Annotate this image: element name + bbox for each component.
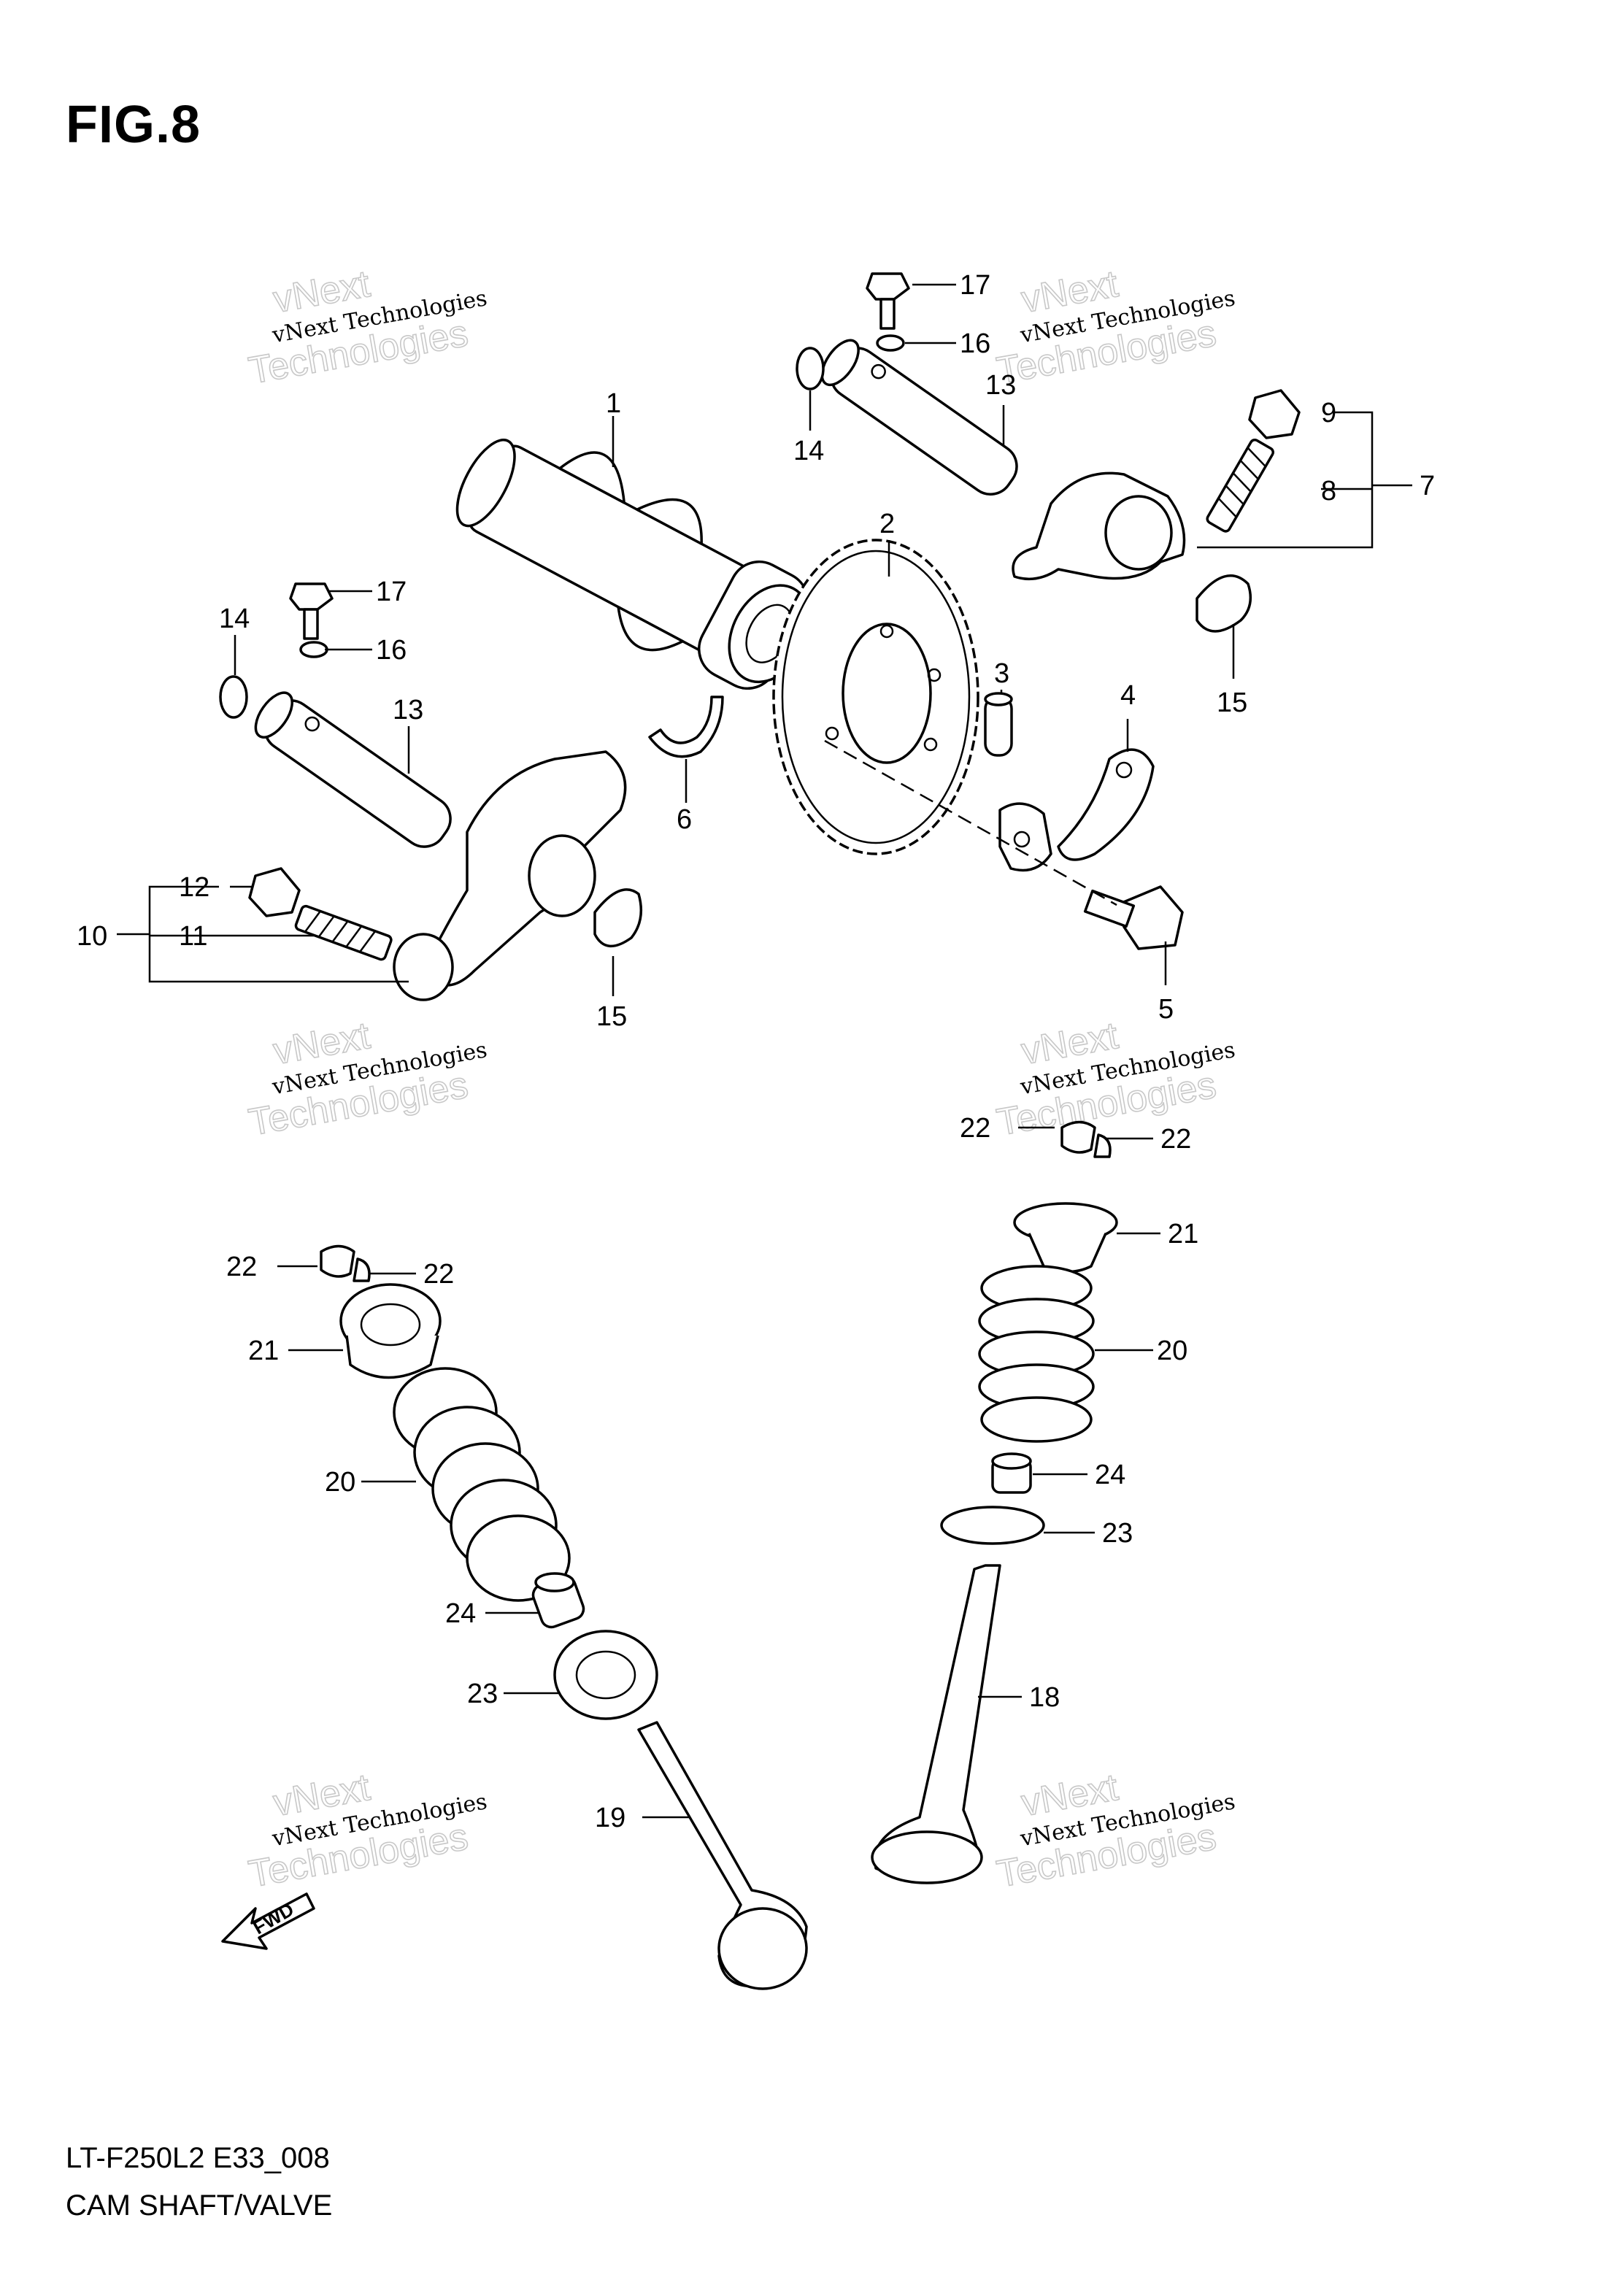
callout-21-left: 21 xyxy=(248,1336,279,1366)
callout-labels: 1 2 3 4 5 6 7 8 9 10 11 12 13 13 14 14 1… xyxy=(77,270,1435,1833)
callout-9: 9 xyxy=(1321,398,1336,428)
leader-lines xyxy=(117,283,1412,1819)
washer-left xyxy=(299,641,328,658)
lock-nut-right xyxy=(1248,389,1301,439)
valve-cotter-left xyxy=(320,1244,371,1282)
callout-3: 3 xyxy=(994,658,1009,689)
figure-title: FIG.8 xyxy=(66,96,201,154)
camshaft-circlip xyxy=(648,696,724,758)
valve-spring-left xyxy=(393,1367,571,1602)
watermark-5: vNext vNext Technologies Technologies xyxy=(245,1765,489,1896)
spring-retainer-left xyxy=(339,1283,442,1379)
cam-sprocket xyxy=(772,539,979,855)
callout-10: 10 xyxy=(77,921,107,952)
callout-16-upper: 16 xyxy=(960,328,990,359)
intake-valve xyxy=(637,1721,808,1990)
watermark-2: vNext vNext Technologies Technologies xyxy=(993,262,1237,393)
callout-13-upper: 13 xyxy=(985,370,1016,401)
rocker-arm-right xyxy=(1012,471,1186,581)
watermark-1: vNext vNext Technologies Technologies xyxy=(245,262,489,393)
watermark-6: vNext vNext Technologies Technologies xyxy=(993,1765,1237,1896)
lock-nut-left xyxy=(248,867,301,917)
callout-20-right: 20 xyxy=(1157,1336,1187,1366)
adjusting-screw-left xyxy=(294,904,393,961)
callout-12: 12 xyxy=(179,872,209,903)
valve-cotter-right xyxy=(1060,1120,1112,1158)
footer-figure-name: CAM SHAFT/VALVE xyxy=(66,2189,333,2222)
fwd-arrow-icon: FWD xyxy=(221,1892,315,1950)
valve-stem-seal-left xyxy=(531,1572,585,1629)
callout-4: 4 xyxy=(1120,680,1136,711)
callout-7: 7 xyxy=(1420,471,1435,501)
callout-24-left: 24 xyxy=(445,1598,476,1629)
callout-6: 6 xyxy=(677,804,692,835)
callout-15-right: 15 xyxy=(1217,687,1247,718)
sprocket-lock-plate xyxy=(998,748,1155,872)
callout-19: 19 xyxy=(595,1803,625,1833)
callout-23-right: 23 xyxy=(1102,1518,1133,1549)
callout-22-right-a: 22 xyxy=(960,1113,990,1144)
footer-part-code: LT-F250L2 E33_008 xyxy=(66,2142,330,2174)
o-ring-right-15 xyxy=(1195,574,1252,633)
rocker-shaft-bolt-upper xyxy=(866,272,910,330)
watermark-4: vNext vNext Technologies Technologies xyxy=(993,1014,1237,1144)
exhaust-valve xyxy=(871,1564,1001,1884)
watermark-3: vNext vNext Technologies Technologies xyxy=(245,1014,489,1144)
adjusting-screw-right xyxy=(1206,438,1275,533)
valve-spring-right xyxy=(978,1265,1095,1443)
rocker-shaft-upper xyxy=(820,339,1018,496)
callout-14-left: 14 xyxy=(219,604,250,634)
o-ring-left xyxy=(219,675,248,719)
callout-15-left: 15 xyxy=(596,1001,627,1032)
callout-23-left: 23 xyxy=(467,1679,498,1709)
callout-17-left: 17 xyxy=(376,577,407,607)
callout-1: 1 xyxy=(606,388,621,419)
o-ring-left-15 xyxy=(593,888,643,948)
o-ring-upper xyxy=(796,347,825,390)
callout-16-left: 16 xyxy=(376,635,407,666)
callout-8: 8 xyxy=(1321,476,1336,506)
spring-retainer-right xyxy=(1013,1202,1118,1274)
rocker-shaft-left xyxy=(254,691,452,848)
callout-13-left: 13 xyxy=(393,695,423,725)
callout-22-left-b: 22 xyxy=(423,1259,454,1290)
dowel-pin xyxy=(984,692,1013,757)
callout-20-left: 20 xyxy=(325,1467,355,1498)
sprocket-bolt xyxy=(1083,885,1184,950)
callout-17-upper: 17 xyxy=(960,270,990,301)
spring-seat-left xyxy=(553,1630,658,1720)
assembly-axis-line xyxy=(824,739,1117,906)
spring-seat-right xyxy=(940,1506,1045,1545)
callout-14-upper: 14 xyxy=(793,436,824,466)
rocker-arm-left xyxy=(393,750,627,1001)
callout-24-right: 24 xyxy=(1095,1460,1125,1490)
callout-2: 2 xyxy=(879,509,895,539)
callout-21-right: 21 xyxy=(1168,1219,1198,1249)
valve-stem-seal-right xyxy=(991,1452,1032,1494)
washer-upper xyxy=(876,334,905,352)
callout-11: 11 xyxy=(179,921,207,952)
callout-18: 18 xyxy=(1029,1682,1060,1713)
callout-22-left-a: 22 xyxy=(226,1252,257,1282)
callout-22-right-b: 22 xyxy=(1160,1124,1191,1155)
callout-5: 5 xyxy=(1158,994,1174,1025)
rocker-shaft-bolt-left xyxy=(289,582,334,640)
